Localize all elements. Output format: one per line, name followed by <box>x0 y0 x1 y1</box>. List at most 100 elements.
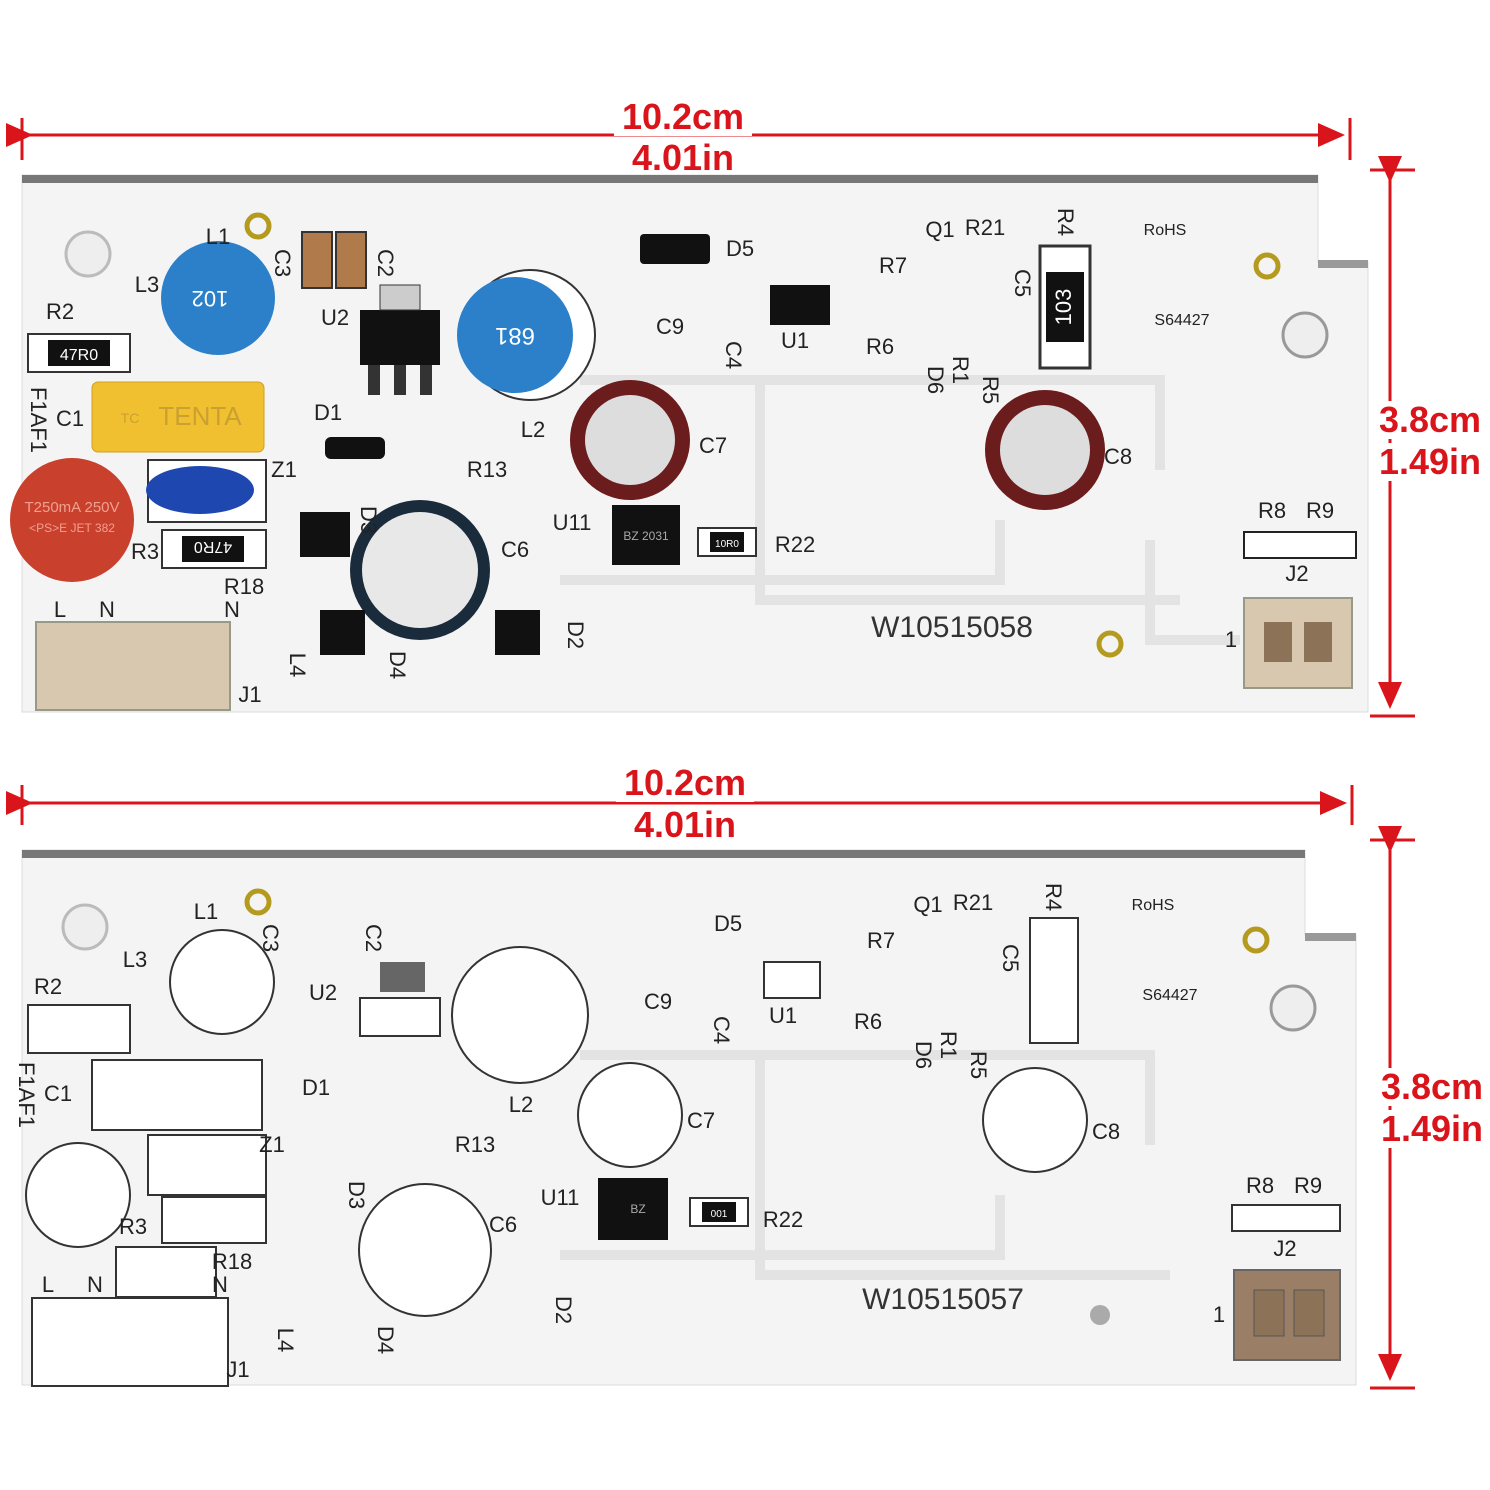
designator-d6-bottom: D6 <box>911 1040 936 1070</box>
r3-marking: 47R0 <box>194 538 232 555</box>
width-in-label-bottom: 4.01in <box>633 804 737 845</box>
width-cm-label-bottom: 10.2cm <box>615 764 755 802</box>
designator-l1-bottom: L1 <box>193 899 219 924</box>
designator-d2-top: D2 <box>563 620 588 650</box>
designator-r7-bottom: R7 <box>866 928 896 953</box>
designator-r13-top: R13 <box>466 457 508 482</box>
designator-d4-top: D4 <box>385 650 410 680</box>
designator-u1-top: U1 <box>780 328 810 353</box>
designator-r5-top: R5 <box>978 375 1003 405</box>
designator-r21-bottom: R21 <box>952 890 994 915</box>
designator-rohs-top: RoHS <box>1143 222 1187 239</box>
designator-c9-bottom: C9 <box>643 989 673 1014</box>
designator-q1-top: Q1 <box>925 217 955 242</box>
r4-marking: 103 <box>1051 289 1076 326</box>
designator-r4-bottom: R4 <box>1041 882 1066 912</box>
designator-z1-top: Z1 <box>271 457 297 482</box>
designator-c6-top: C6 <box>500 537 530 562</box>
designator-r1-bottom: R1 <box>936 1030 961 1060</box>
designator-u2-bottom: U2 <box>308 980 338 1005</box>
designator-l-bottom: L <box>41 1272 55 1297</box>
designator-c1-top: C1 <box>55 406 85 431</box>
designator-q1-bottom: Q1 <box>913 892 943 917</box>
designator-d1-top: D1 <box>313 400 343 425</box>
designator-c4-top: C4 <box>721 340 746 370</box>
designator-c2-bottom: C2 <box>361 923 386 953</box>
width-cm-label: 10.2cm <box>613 98 753 136</box>
c1-logo: TC <box>121 410 140 426</box>
r22-marking: 10R0 <box>715 539 739 550</box>
designator-r8-top: R8 <box>1257 498 1287 523</box>
fuse-f1 <box>10 458 134 582</box>
designator-l4-top: L4 <box>285 652 310 678</box>
designator-c3-top: C3 <box>270 248 295 278</box>
designator-c2-top: C2 <box>373 248 398 278</box>
designator-f1-top: F1AF1 <box>26 386 51 454</box>
designator-r18-bottom: R18 <box>211 1249 253 1274</box>
designator-r6-bottom: R6 <box>853 1009 883 1034</box>
designator-c4-bottom: C4 <box>709 1015 734 1045</box>
designator-l1-top: L1 <box>205 224 231 249</box>
part-number-top: W10515058 <box>871 611 1033 644</box>
designator-c6-bottom: C6 <box>488 1212 518 1237</box>
connector-j1 <box>35 621 231 711</box>
height-cm-label: 3.8cm <box>1370 401 1490 439</box>
designator-c5-bottom: C5 <box>998 943 1023 973</box>
designator-j2-bottom: J2 <box>1273 1236 1297 1261</box>
designator-f1-bottom: F1AF1 <box>14 1061 39 1129</box>
designator-d1-bottom: D1 <box>301 1075 331 1100</box>
designator-c8-bottom: C8 <box>1091 1119 1121 1144</box>
designator-r22-bottom: R22 <box>762 1207 804 1232</box>
designator-j1-bottom: J1 <box>226 1357 250 1382</box>
r2-marking: 47R0 <box>60 347 98 364</box>
capacitor-c1 <box>91 381 265 453</box>
designator-c3-bottom: C3 <box>258 923 283 953</box>
designator-l2-bottom: L2 <box>508 1092 534 1117</box>
designator-r4-top: R4 <box>1053 207 1078 237</box>
designator-s-top: S64427 <box>1154 312 1210 329</box>
designator-r5-bottom: R5 <box>966 1050 991 1080</box>
u11-marking-bottom: BZ <box>630 1202 645 1216</box>
designator-d3-bottom: D3 <box>344 1180 369 1210</box>
designator-d5-top: D5 <box>725 236 755 261</box>
designator-c8-top: C8 <box>1103 444 1133 469</box>
designator-r9-top: R9 <box>1305 498 1335 523</box>
designator-c9-top: C9 <box>655 314 685 339</box>
designator-u1-bottom: U1 <box>768 1003 798 1028</box>
height-in-label: 1.49in <box>1370 443 1490 481</box>
width-in-label: 4.01in <box>631 137 735 178</box>
designator-z1-bottom: Z1 <box>259 1132 285 1157</box>
fuse-rating: T250mA 250V <box>24 499 119 516</box>
designator-n1-bottom: N <box>212 1272 228 1297</box>
designator-l3-top: L3 <box>134 272 160 297</box>
designator-d4-bottom: D4 <box>373 1325 398 1355</box>
ic-u11 <box>612 505 680 565</box>
height-cm-label-bottom: 3.8cm <box>1372 1068 1490 1106</box>
designator-rohs-bottom: RoHS <box>1131 897 1175 914</box>
designator-n2-bottom: N <box>87 1272 103 1297</box>
designator-c1-bottom: C1 <box>43 1081 73 1106</box>
designator-s-bottom: S64427 <box>1142 987 1198 1004</box>
designator-l3-bottom: L3 <box>122 947 148 972</box>
designator-r1-top: R1 <box>948 355 973 385</box>
inductor-l2 <box>457 277 573 393</box>
r22-marking-bottom: 001 <box>711 1209 728 1220</box>
designator-c7-top: C7 <box>698 433 728 458</box>
designator-l2-top: L2 <box>520 417 546 442</box>
designator-pin1a-bottom: 1 <box>1212 1302 1226 1327</box>
connector-j2 <box>1243 597 1353 689</box>
designator-j1-top: J1 <box>238 682 262 707</box>
pcb-board-bottom <box>21 849 1357 1387</box>
component-markings: 102 681 47R0 47R0 TC TENTA T250mA 250V <… <box>24 286 1076 1220</box>
part-number-bottom: W10515057 <box>862 1283 1024 1316</box>
designator-d6-top: D6 <box>923 365 948 395</box>
designator-r18-top: R18 <box>223 574 265 599</box>
inductor-l1 <box>161 241 275 355</box>
height-in-label-bottom: 1.49in <box>1372 1110 1490 1148</box>
designator-r22-top: R22 <box>774 532 816 557</box>
designator-l-top: L <box>53 597 67 622</box>
designator-l4-bottom: L4 <box>273 1327 298 1353</box>
designator-c5-top: C5 <box>1010 268 1035 298</box>
